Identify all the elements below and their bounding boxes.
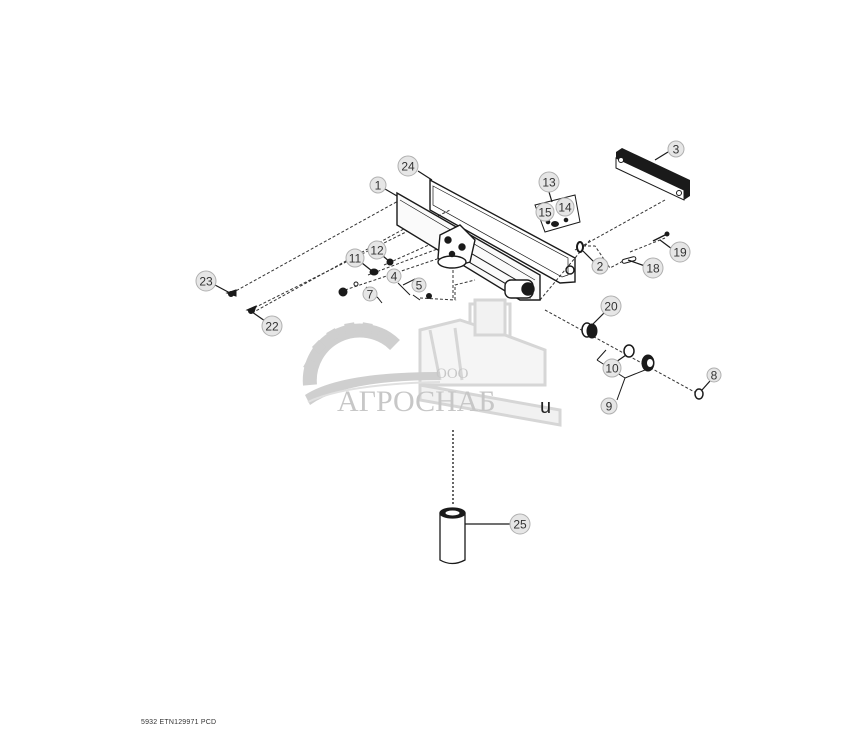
callout-circle	[538, 171, 560, 193]
callout-18[interactable]: 18	[642, 257, 664, 279]
callout-1[interactable]: 1	[369, 176, 387, 194]
callout-label: 12	[370, 244, 384, 258]
callout-circle	[535, 202, 555, 222]
callout-circle	[369, 176, 387, 194]
callout-label: 25	[513, 518, 527, 532]
callout-circle	[642, 257, 664, 279]
seal-part-2	[576, 241, 584, 253]
callout-label: 18	[646, 262, 660, 276]
callout-24[interactable]: 24	[397, 155, 419, 177]
callout-23[interactable]: 23	[195, 270, 217, 292]
callout-20[interactable]: 20	[600, 295, 622, 317]
callout-label: 24	[401, 160, 415, 174]
callout-label: 7	[367, 288, 374, 302]
callout-circle	[669, 241, 691, 263]
plug-part-9	[641, 354, 655, 372]
callout-3[interactable]: 3	[667, 140, 685, 158]
callout-label: 2	[597, 260, 604, 274]
callout-9[interactable]: 9	[600, 397, 618, 415]
callout-label: 13	[542, 176, 556, 190]
callout-label: 9	[606, 400, 613, 414]
watermark-prefix: ООО	[436, 366, 469, 382]
callout-circle	[706, 367, 722, 383]
gasket-part-24	[429, 178, 576, 284]
callout-14[interactable]: 14	[555, 197, 575, 217]
callout-circle	[602, 358, 622, 378]
callout-label: 22	[265, 320, 279, 334]
callout-label: 15	[538, 206, 552, 220]
gear-icon	[302, 322, 400, 386]
callout-13[interactable]: 13	[538, 171, 560, 193]
callout-circle	[600, 295, 622, 317]
watermark-logo: ООО АГРОСНАБ	[302, 298, 562, 427]
o-ring-part-8	[694, 388, 704, 400]
callout-label: 10	[605, 362, 619, 376]
cooler-core-part-3	[615, 148, 690, 201]
callout-8[interactable]: 8	[706, 367, 722, 383]
callout-5[interactable]: 5	[411, 277, 427, 293]
drawing-reference-footer: 5932 ETN129971 PCD	[141, 719, 217, 726]
callout-label: 8	[711, 369, 718, 383]
callout-label: 5	[416, 279, 423, 293]
callout-circle	[195, 270, 217, 292]
callout-label: 4	[391, 270, 398, 284]
callout-12[interactable]: 12	[367, 240, 387, 260]
callout-circle	[367, 240, 387, 260]
callout-circle	[345, 248, 365, 268]
callout-2[interactable]: 2	[591, 257, 609, 275]
callout-7[interactable]: 7	[362, 286, 378, 302]
callout-circle	[555, 197, 575, 217]
callout-circle	[386, 268, 402, 284]
callout-label: 11	[349, 252, 362, 266]
oil-filter-part-25	[439, 507, 466, 565]
callout-4[interactable]: 4	[386, 268, 402, 284]
callout-15[interactable]: 15	[535, 202, 555, 222]
oil-cooler-housing-part-1	[396, 191, 541, 301]
callout-bubbles: 1 24 13 15 14 3 2 18 19 12 11 4 5 7 23 22 20 10 9 8 25	[195, 140, 722, 535]
callout-circle	[509, 513, 531, 535]
bolt-part-19	[652, 233, 668, 242]
callout-circle	[397, 155, 419, 177]
callout-label: 23	[199, 275, 213, 289]
callout-label: 20	[604, 300, 618, 314]
callout-22[interactable]: 22	[261, 315, 283, 337]
plug-part-7	[338, 287, 348, 297]
o-ring-part-10	[623, 344, 635, 358]
callout-circle	[411, 277, 427, 293]
callout-19[interactable]: 19	[669, 241, 691, 263]
callout-circle	[591, 257, 609, 275]
stray-character: u	[540, 396, 552, 418]
watermark-name: АГРОСНАБ	[337, 385, 496, 418]
callout-label: 3	[673, 143, 680, 157]
callout-circle	[667, 140, 685, 158]
callout-circle	[600, 397, 618, 415]
combine-harvester-icon	[418, 298, 562, 427]
callout-label: 19	[673, 246, 687, 260]
callout-label: 1	[375, 179, 382, 193]
callout-25[interactable]: 25	[509, 513, 531, 535]
callout-10[interactable]: 10	[602, 358, 622, 378]
callout-circle	[261, 315, 283, 337]
adapter-part-20	[581, 322, 598, 339]
callout-11[interactable]: 11	[345, 248, 365, 268]
callout-circle	[362, 286, 378, 302]
callout-label: 14	[558, 201, 572, 215]
